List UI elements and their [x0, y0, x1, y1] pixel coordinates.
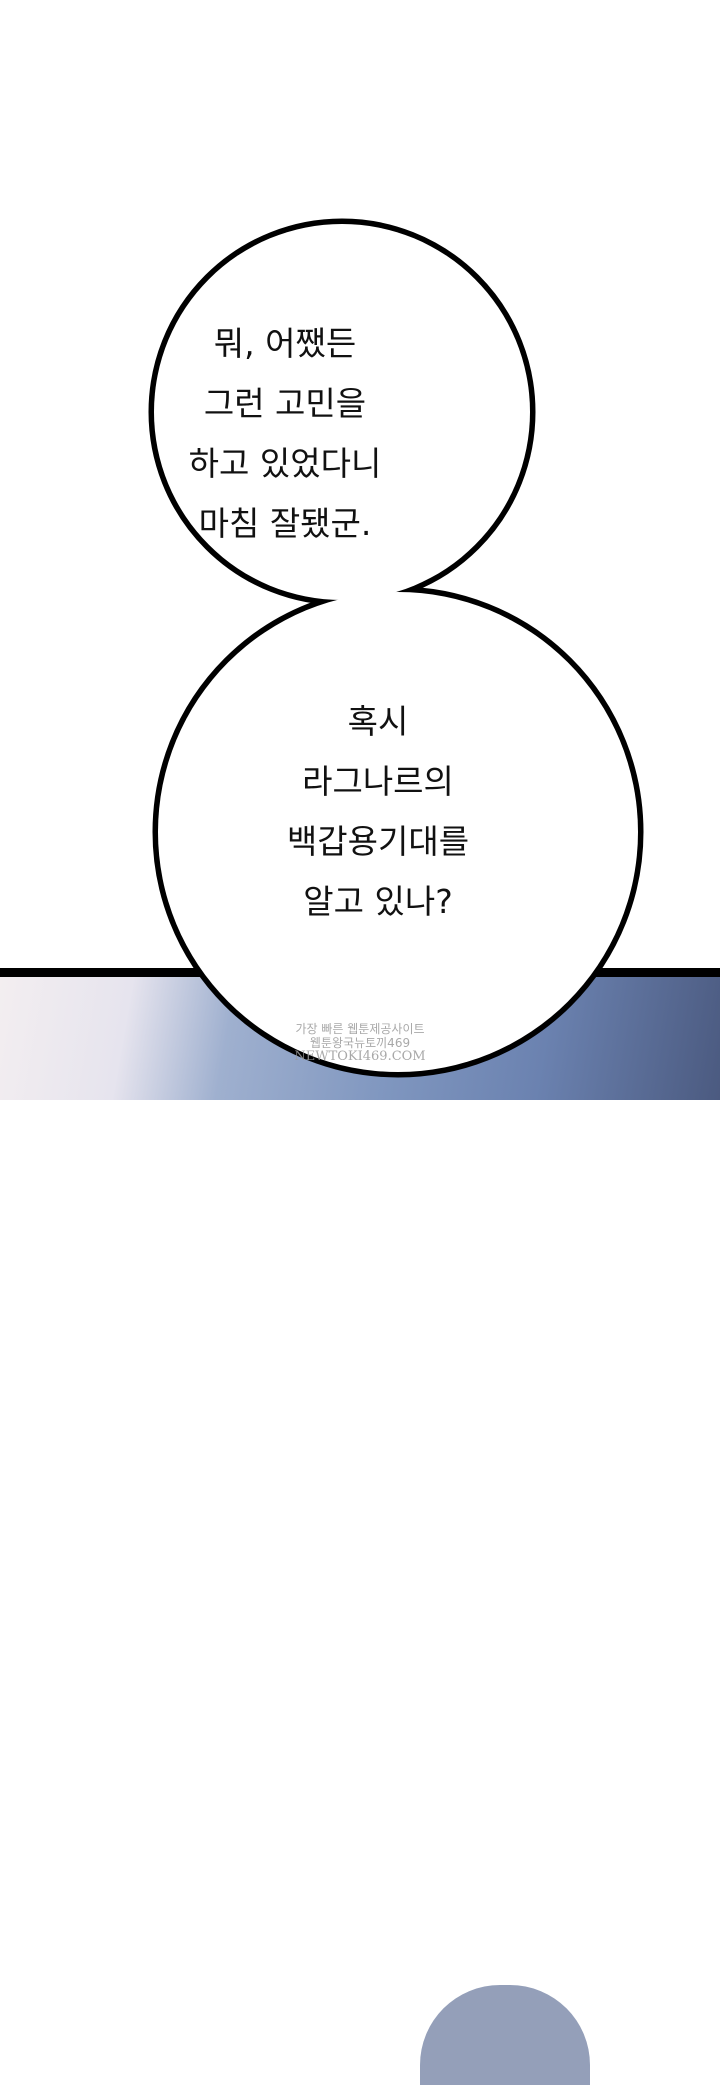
text-line: 뭐, 어쨌든: [213, 324, 357, 363]
text-line: 그런 고민을: [203, 384, 367, 423]
watermark-line: 웹툰왕국뉴토끼469: [309, 1036, 411, 1050]
speech-bubble-bottom-text: 혹시 라그나르의 백갑용기대를 알고 있나?: [228, 692, 528, 932]
speech-bubbles: [148, 218, 644, 1078]
watermark: 가장 빠른 웹툰제공사이트 웹툰왕국뉴토끼469 NEWTOKI469.COM: [290, 1022, 430, 1064]
watermark-line: 가장 빠른 웹툰제공사이트: [295, 1022, 425, 1036]
text-line: 알고 있나?: [303, 882, 453, 921]
text-line: 백갑용기대를: [286, 822, 470, 861]
panel-figure: [420, 1985, 590, 2085]
watermark-url: NEWTOKI469.COM: [294, 1049, 426, 1064]
text-line: 라그나르의: [302, 762, 454, 801]
text-line: 하고 있었다니: [188, 444, 382, 483]
text-line: 혹시: [347, 702, 409, 741]
speech-bubble-top-text: 뭐, 어쨌든 그런 고민을 하고 있었다니 마침 잘됐군.: [135, 314, 435, 554]
text-line: 마침 잘됐군.: [198, 504, 372, 543]
